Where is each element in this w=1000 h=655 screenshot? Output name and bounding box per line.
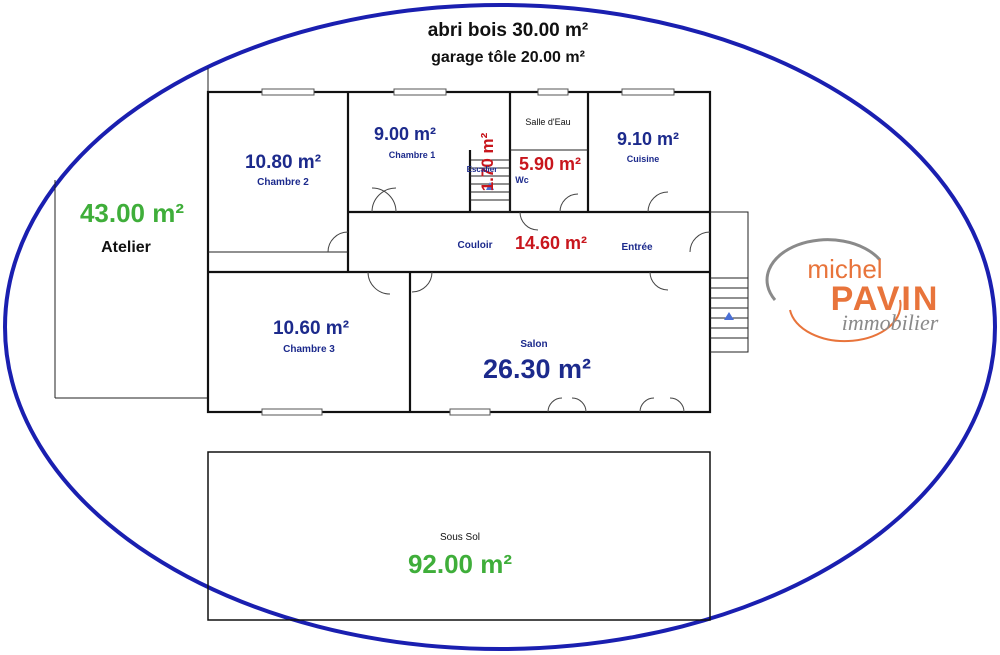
entree-name: Entrée xyxy=(621,242,653,253)
chambre2-area: 10.80 m² xyxy=(245,152,321,173)
cuisine-name: Cuisine xyxy=(627,154,660,164)
chambre1-name: Chambre 1 xyxy=(389,150,436,160)
wc-name: Wc xyxy=(515,175,529,185)
chambre3-area: 10.60 m² xyxy=(273,318,349,339)
chambre2-name: Chambre 2 xyxy=(257,177,309,188)
chambre1-area: 9.00 m² xyxy=(374,124,436,144)
sous-sol-name: Sous Sol xyxy=(440,532,480,543)
doors xyxy=(327,187,711,413)
logo-line3: immobilier xyxy=(842,310,939,335)
garage-label: garage tôle 20.00 m² xyxy=(431,49,585,66)
property-boundary-ellipse xyxy=(3,3,997,651)
salon-area: 26.30 m² xyxy=(483,354,591,384)
couloir-name: Couloir xyxy=(458,240,493,251)
wc-area: 5.90 m² xyxy=(519,154,581,174)
sous-sol-area: 92.00 m² xyxy=(408,549,512,579)
escalier-steps xyxy=(470,167,510,201)
stair-arrow-icon xyxy=(486,182,494,190)
logo-swoosh-accent-icon xyxy=(789,299,902,343)
exterior-stair-arrow-icon xyxy=(724,312,734,320)
exterior-stairs xyxy=(710,211,749,353)
windows xyxy=(261,88,675,416)
cuisine-area: 9.10 m² xyxy=(617,129,679,149)
logo-line1: michel xyxy=(807,254,882,284)
abri-label: abri bois 30.00 m² xyxy=(428,20,589,41)
michel-pavin-logo: michel PAVIN immobilier xyxy=(765,238,940,343)
salle-eau-name: Salle d'Eau xyxy=(525,117,570,127)
atelier-name: Atelier xyxy=(101,239,151,256)
escalier-name: Escalier xyxy=(467,165,498,174)
sous-sol-outline xyxy=(207,451,711,621)
logo-line2: PAVIN xyxy=(831,280,940,318)
logo-swoosh-icon xyxy=(765,238,882,301)
couloir-area: 14.60 m² xyxy=(515,233,587,253)
escalier-area: 1.70 m² xyxy=(478,132,497,191)
chambre3-name: Chambre 3 xyxy=(283,344,335,355)
salon-name: Salon xyxy=(520,339,547,350)
atelier-outline xyxy=(54,68,209,399)
atelier-area: 43.00 m² xyxy=(80,198,184,228)
